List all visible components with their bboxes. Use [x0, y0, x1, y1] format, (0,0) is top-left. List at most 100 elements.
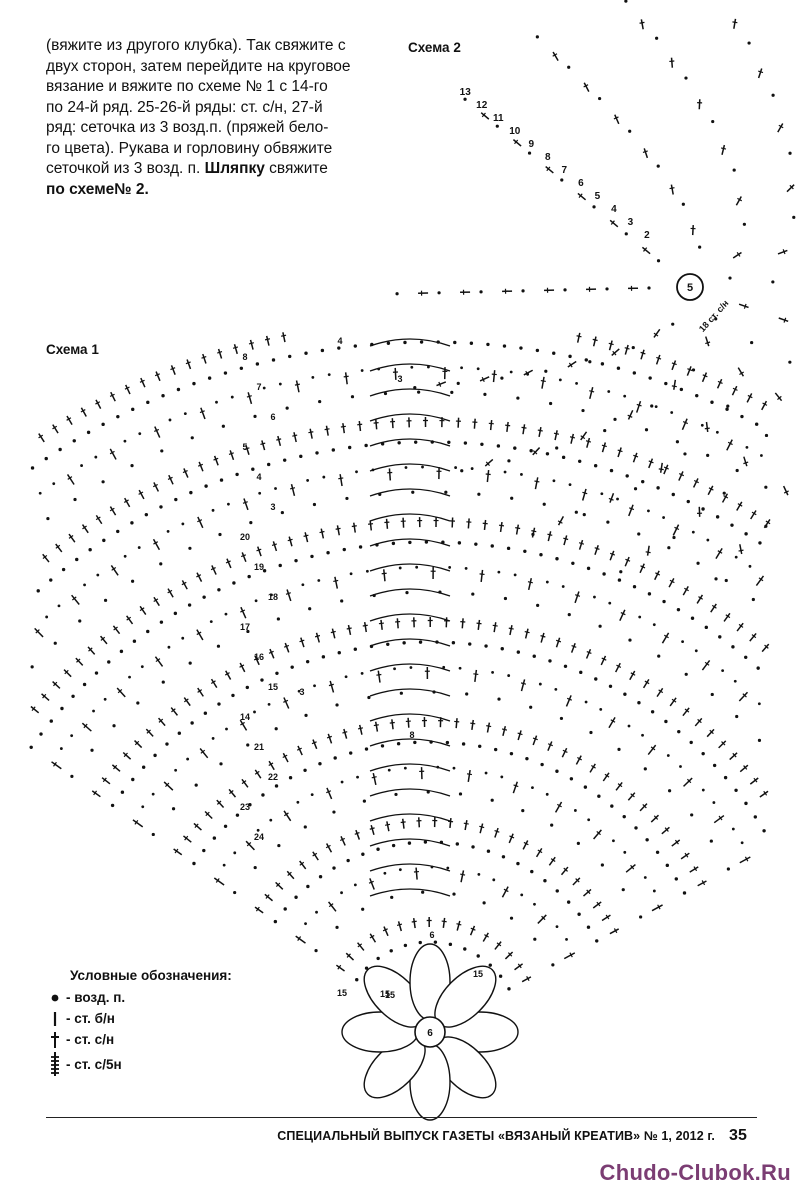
chain-stitch [624, 0, 628, 3]
stitch-mark [494, 830, 500, 833]
stitch-mark [586, 889, 591, 895]
chain-stitch [655, 36, 659, 40]
chain-stitch [181, 636, 185, 640]
chain-stitch [698, 245, 702, 249]
stitch-mark [642, 150, 648, 154]
stitch-mark [737, 367, 745, 377]
chain-stitch [253, 414, 257, 418]
chain-stitch [555, 557, 559, 561]
stitch-mark [532, 447, 541, 456]
stitch-mark [225, 560, 231, 564]
stitch-mark [286, 870, 295, 880]
scheme-1-row-number: 23 [240, 802, 250, 812]
chain-stitch [320, 348, 325, 353]
chain-stitch [255, 362, 260, 366]
chain-stitch [427, 365, 430, 369]
stitch-mark [157, 717, 166, 727]
stitch-mark [241, 780, 247, 785]
stitch-mark [555, 637, 561, 648]
chain-arc [369, 613, 451, 622]
stitch-mark [655, 572, 661, 576]
stitch-mark [743, 765, 748, 770]
chain-stitch [584, 700, 588, 704]
chain-stitch [600, 863, 604, 867]
stitch-mark [241, 552, 247, 563]
stitch-mark [592, 336, 597, 347]
chain-stitch [72, 439, 76, 443]
stitch-mark [95, 514, 103, 525]
stitch-mark [216, 799, 225, 808]
stitch-mark [656, 356, 662, 360]
chain-stitch [480, 442, 484, 446]
chain-stitch [203, 711, 208, 715]
stitch-mark [474, 669, 478, 682]
stitch-mark [674, 526, 680, 531]
chain-stitch [399, 691, 403, 695]
stitch-mark [789, 184, 794, 190]
chain-stitch [230, 395, 234, 399]
stitch-mark [109, 507, 115, 512]
chain-stitch [588, 360, 592, 364]
scheme-2-center-ring [676, 273, 704, 301]
stitch-mark [80, 409, 86, 413]
scheme-1-row-number: 16 [254, 652, 264, 662]
chain-stitch [119, 649, 124, 654]
chain-stitch [217, 702, 221, 706]
chain-stitch [558, 378, 562, 382]
stitch-mark [589, 387, 594, 400]
chain-stitch [744, 801, 748, 806]
stitch-mark [357, 943, 363, 948]
stitch-mark [591, 765, 596, 769]
stitch-mark [418, 817, 421, 828]
chain-stitch [194, 783, 198, 787]
chain-stitch [318, 761, 322, 766]
stitch-mark [592, 901, 602, 909]
chain-stitch [525, 756, 529, 761]
scheme-1-row-number: 18 [268, 592, 278, 602]
stitch-mark [630, 793, 635, 798]
stitch-mark [523, 841, 529, 846]
chain-stitch [299, 454, 303, 459]
chain-stitch [742, 222, 746, 226]
chain-stitch [207, 376, 212, 380]
stitch-mark [470, 722, 476, 725]
chain-stitch [565, 937, 568, 941]
stitch-mark [154, 656, 164, 667]
stitch-mark [246, 842, 252, 847]
stitch-mark [357, 727, 364, 730]
stitch-mark [663, 466, 669, 470]
chain-stitch [732, 168, 736, 172]
scheme-1-row-number: 8 [242, 352, 247, 362]
petal-label: 15 [473, 969, 483, 979]
stitch-mark [224, 672, 230, 676]
stitch-mark [739, 371, 745, 376]
chain-arc [369, 488, 451, 497]
chain-stitch [235, 472, 239, 477]
chain-stitch [589, 730, 593, 735]
stitch-mark [277, 435, 282, 446]
stitch-mark [344, 372, 348, 385]
stitch-mark [765, 520, 771, 525]
chain-stitch [389, 949, 393, 953]
stitch-mark [782, 249, 786, 255]
stitch-mark [329, 680, 335, 693]
stitch-mark [253, 657, 259, 661]
stitch-mark [777, 395, 782, 401]
stitch-mark [668, 578, 675, 588]
chain-arc [369, 738, 451, 747]
stitch-mark [197, 516, 204, 529]
chain-stitch [321, 655, 326, 659]
stitch-mark [653, 328, 661, 338]
scheme-1-marker: 15 [337, 988, 347, 998]
chain-stitch [421, 465, 424, 469]
chain-stitch [676, 607, 681, 612]
stitch-mark [75, 657, 84, 666]
stitch-mark [297, 936, 302, 941]
chain-stitch [682, 891, 687, 895]
chain-stitch [360, 369, 364, 372]
stitch-mark [739, 764, 749, 773]
stitch-mark [370, 824, 375, 836]
stitch-mark [199, 748, 209, 759]
stitch-mark [572, 877, 581, 886]
stitch-mark [554, 430, 558, 441]
